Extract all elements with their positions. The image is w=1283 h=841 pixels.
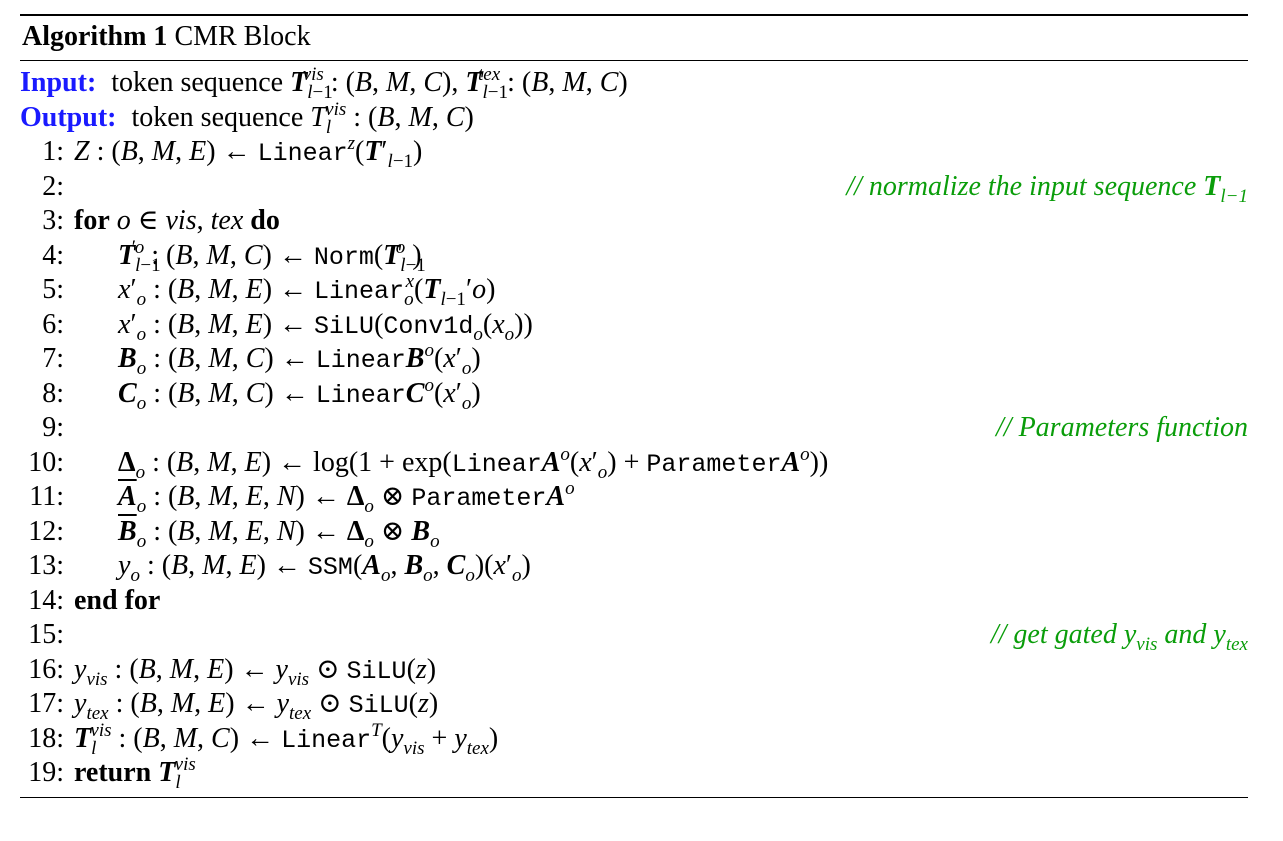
end-for-keyword: end for [74, 584, 161, 616]
input-line: Input: token sequence Tl−1vis : (B, M, C… [20, 64, 628, 103]
comment-parameters: // Parameters function [996, 412, 1248, 443]
line-number: 7: [42, 343, 64, 374]
line-number: 9: [42, 412, 64, 443]
algo-line-17: 17: ytex : (B, M, E) ← ytex ⊙ SiLU(z) [20, 687, 1248, 723]
line-number: 5: [42, 274, 64, 305]
algorithm-label: Algorithm 1 [22, 21, 168, 52]
algo-line-1: 1: Z : (B, M, E) ← Linearz(T′l−1) [20, 134, 1248, 171]
input-text: token sequence [111, 67, 284, 98]
line-number: 18: [28, 722, 64, 754]
algo-line-16: 16: yvis : (B, M, E) ← yvis ⊙ SiLU(z) [20, 653, 1248, 689]
line-number: 12: [28, 515, 64, 547]
output-line: Output: token sequence Tlvis : (B, M, C) [20, 99, 474, 138]
line-number: 17: [28, 688, 64, 719]
algorithm-block: Algorithm 1 CMR Block Input: token seque… [20, 14, 1248, 798]
algo-line-19: 19: return Tlvis [20, 755, 1248, 792]
line-number: 13: [28, 550, 64, 581]
algo-line-15: 15: // get gated yvis and ytex [20, 618, 1248, 655]
do-keyword: do [250, 205, 280, 236]
algo-line-14: 14: end for [20, 584, 1248, 619]
return-keyword: return [74, 757, 152, 788]
algo-line-8: 8: Co : (B, M, C) ← LinearCo(x′o) [20, 376, 1248, 413]
comment-normalize: // normalize the input sequence Tl−1 [846, 170, 1248, 207]
algo-line-18: 18: Tlvis : (B, M, C) ← LinearT(yvis + y… [20, 721, 1248, 758]
output-keyword: Output: [20, 102, 117, 133]
algo-line-11: 11: Ao : (B, M, E, N) ← Δo ⊗ ParameterAo [20, 479, 1248, 516]
top-rule [20, 14, 1248, 16]
algo-line-7: 7: Bo : (B, M, C) ← LinearBo(x′o) [20, 341, 1248, 378]
line-number: 14: [28, 584, 64, 616]
comment-gated: // get gated yvis and ytex [990, 619, 1248, 655]
algo-line-13: 13: yo : (B, M, E) ← SSM(Ao, Bo, Co)(x′o… [20, 549, 1248, 585]
algo-line-9: 9: // Parameters function [20, 411, 1248, 446]
algo-line-10: 10: Δo : (B, M, E) ← log(1 + exp(LinearA… [20, 445, 1248, 482]
algo-line-2: 2: // normalize the input sequence Tl−1 [20, 170, 1248, 207]
title-rule [20, 60, 1248, 61]
bottom-rule [20, 796, 1248, 798]
line-number: 4: [42, 239, 64, 271]
algo-line-12: 12: Bo : (B, M, E, N) ← Δo ⊗ Bo [20, 515, 1248, 551]
algo-line-5: 5: x′o : (B, M, E) ← Linearox(Tl−1′o) [20, 272, 1248, 309]
line-number: 3: [42, 205, 64, 236]
algo-line-4: 4: Tl−1′o : (B, M, C) ← Norm(Tl−1o ) [20, 238, 1248, 275]
algorithm-title: Algorithm 1 CMR Block [20, 16, 1248, 60]
line-number: 19: [28, 757, 64, 788]
line-number: 2: [42, 170, 64, 202]
line-number: 15: [28, 619, 64, 650]
algo-line-3: 3: for o ∈ vis, tex do [20, 204, 1248, 239]
line-number: 8: [42, 377, 64, 409]
algorithm-body: Input: token sequence Tl−1vis : (B, M, C… [20, 61, 1248, 797]
input-keyword: Input: [20, 67, 97, 98]
algo-line-6: 6: x′o : (B, M, E) ← SiLU(Conv1do(xo)) [20, 308, 1248, 344]
algorithm-name: CMR Block [174, 21, 311, 52]
line-number: 11: [29, 481, 64, 512]
line-number: 1: [42, 136, 64, 167]
line-number: 16: [28, 653, 64, 685]
line-number: 6: [42, 308, 64, 340]
output-text: token sequence [131, 102, 304, 133]
for-keyword: for [74, 205, 110, 236]
line-number: 10: [28, 446, 64, 478]
